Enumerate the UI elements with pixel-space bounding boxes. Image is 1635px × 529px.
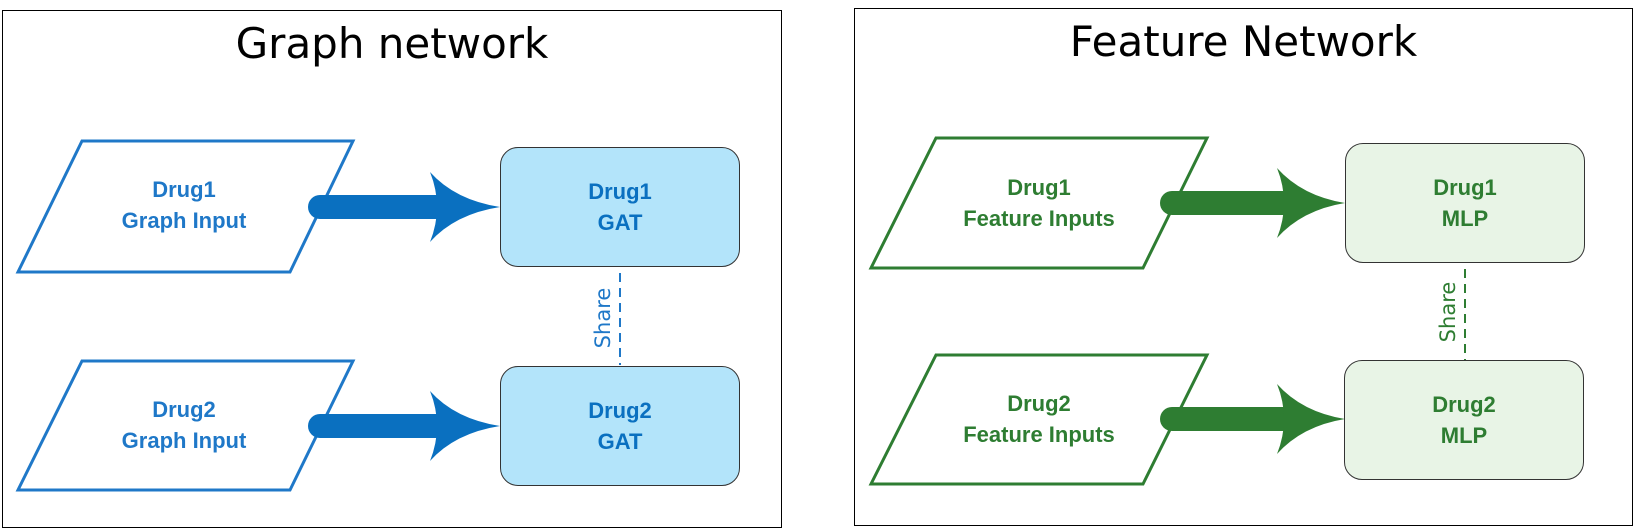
graph-arrow-2 — [308, 391, 500, 461]
graph-network-title: Graph network — [235, 19, 549, 68]
feature-arrow-2 — [1160, 384, 1345, 454]
graph-model1-line2: GAT — [597, 210, 643, 235]
feature-model1-line2: MLP — [1441, 206, 1489, 231]
graph-input2-line1: Drug2 — [152, 397, 216, 422]
graph-input2-label: Drug2 Graph Input — [84, 392, 284, 458]
feature-input2-label: Drug2 Feature Inputs — [939, 386, 1139, 452]
graph-model2-box: Drug2 GAT — [500, 366, 740, 486]
feature-model1-box: Drug1 MLP — [1345, 143, 1585, 263]
feature-input2-parallelogram — [868, 353, 1210, 486]
graph-model2-line1: Drug2 — [588, 398, 652, 423]
feature-input1-label: Drug1 Feature Inputs — [939, 170, 1139, 236]
feature-input1-line2: Feature Inputs — [963, 206, 1115, 231]
graph-input1-line2: Graph Input — [121, 208, 247, 233]
feature-network-title: Feature Network — [1069, 17, 1418, 66]
graph-arrow-1 — [308, 172, 500, 242]
feature-share-label: Share — [1436, 281, 1460, 343]
feature-model2-line1: Drug2 — [1432, 392, 1496, 417]
graph-model2-line2: GAT — [597, 429, 643, 454]
graph-input2-line2: Graph Input — [121, 428, 247, 453]
graph-input1-line1: Drug1 — [152, 177, 216, 202]
feature-input1-parallelogram — [868, 136, 1210, 270]
feature-input2-line2: Feature Inputs — [963, 422, 1115, 447]
feature-model2-box: Drug2 MLP — [1344, 360, 1584, 480]
feature-input1-line1: Drug1 — [1007, 175, 1071, 200]
graph-input1-parallelogram — [15, 139, 356, 274]
graph-model1-box: Drug1 GAT — [500, 147, 740, 267]
feature-input2-line1: Drug2 — [1007, 391, 1071, 416]
graph-input2-parallelogram — [15, 359, 356, 492]
graph-share-label: Share — [591, 287, 615, 349]
feature-model2-line2: MLP — [1440, 423, 1488, 448]
graph-model1-line1: Drug1 — [588, 179, 652, 204]
graph-input1-label: Drug1 Graph Input — [84, 172, 284, 238]
feature-model1-line1: Drug1 — [1433, 175, 1497, 200]
feature-arrow-1 — [1160, 168, 1345, 238]
